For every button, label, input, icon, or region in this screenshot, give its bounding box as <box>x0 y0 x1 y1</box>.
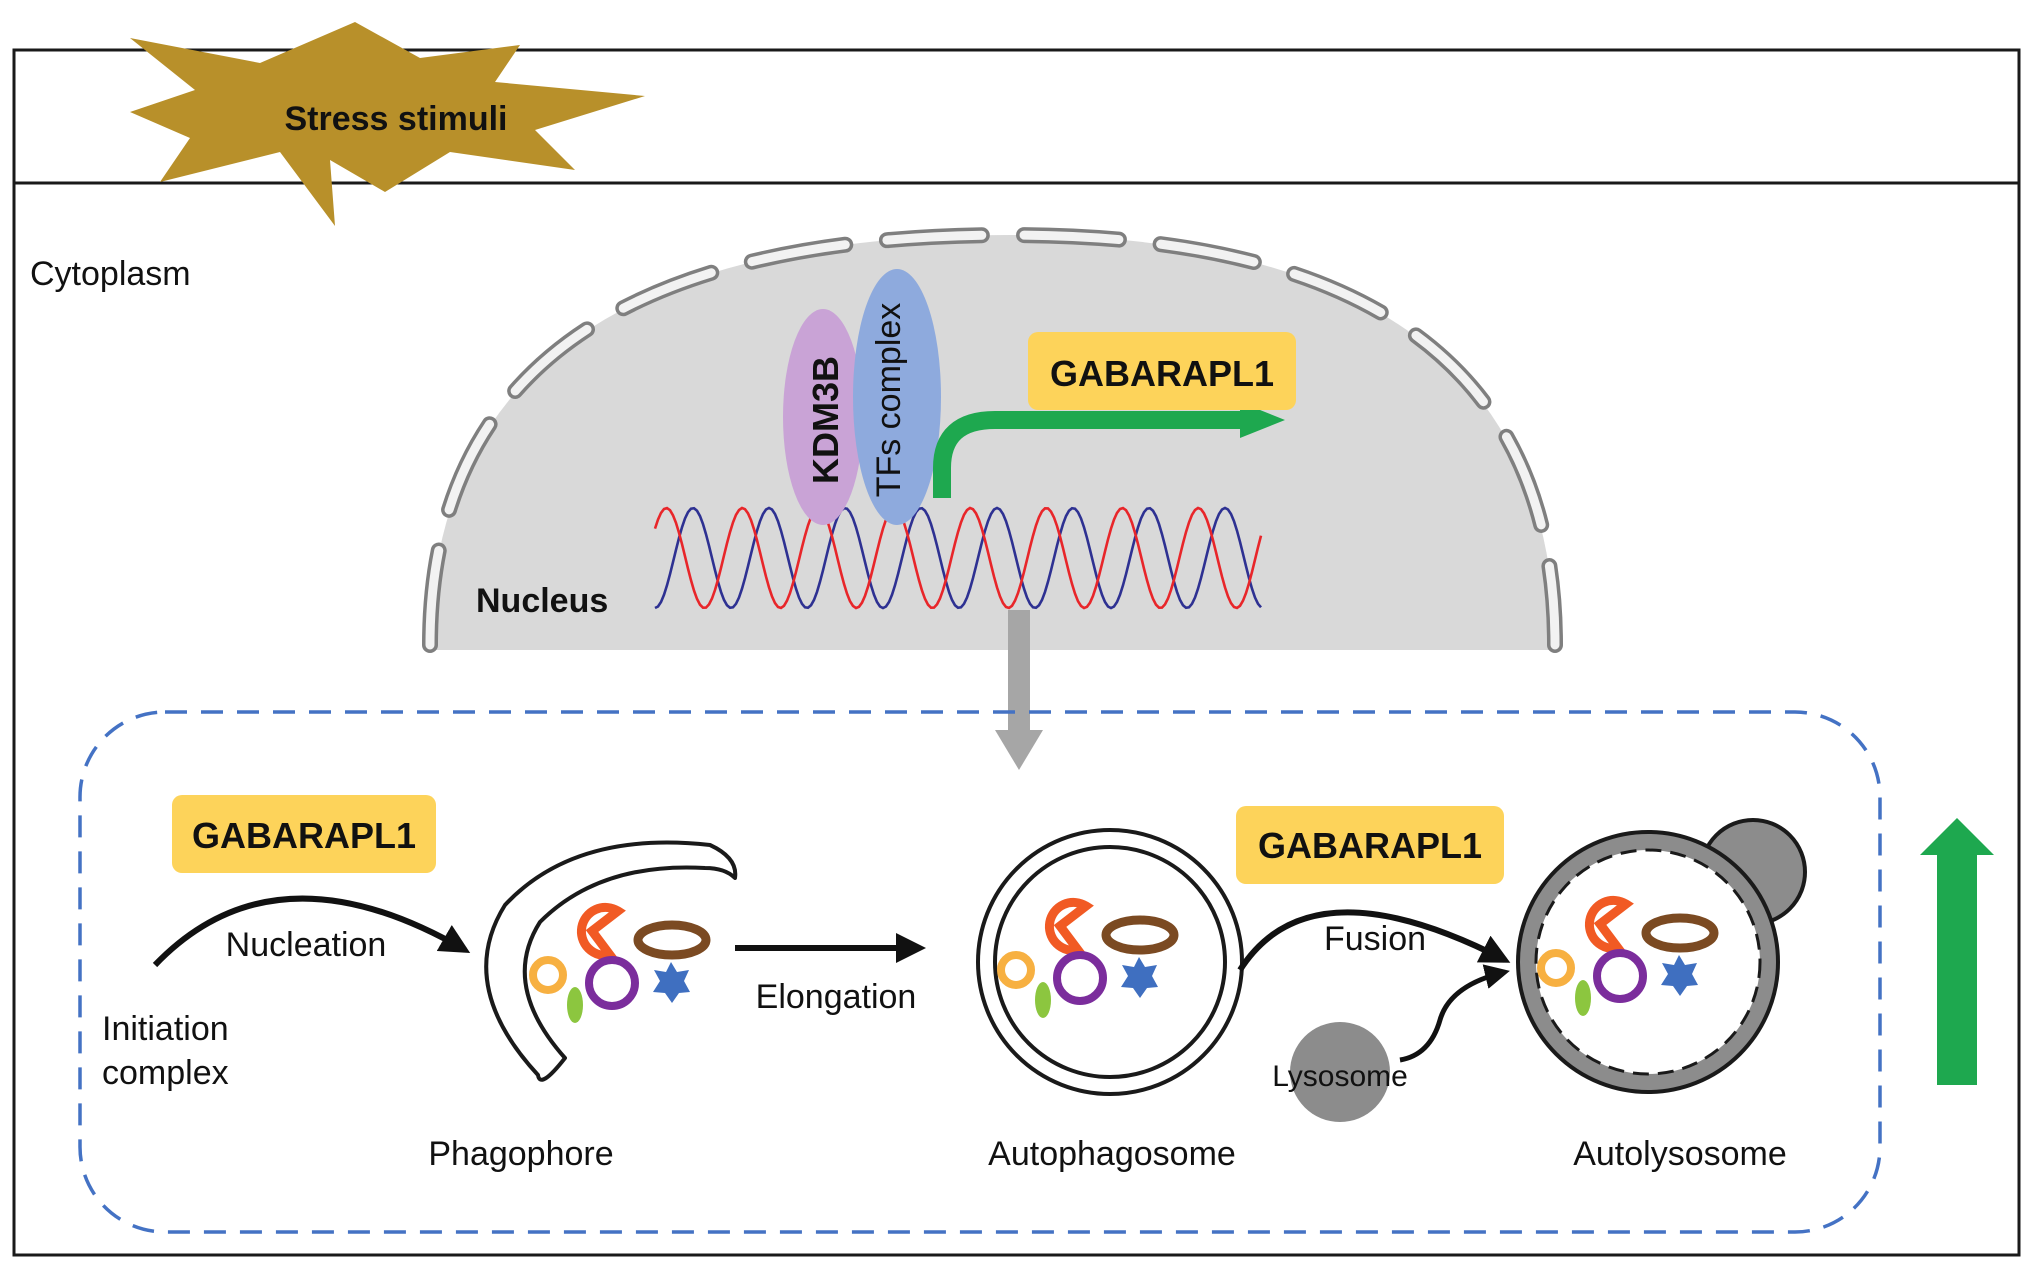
lysosome-arrow <box>1399 964 1510 1063</box>
kdm3b-protein <box>783 309 863 525</box>
autolysosome-cargo <box>1537 895 1719 1016</box>
phagophore-membrane <box>484 840 738 1082</box>
phagophore-cargo <box>529 902 711 1023</box>
nuclear-envelope <box>422 226 1563 653</box>
lysosome-label: Lysosome <box>1272 1060 1408 1093</box>
fusion-label: Fusion <box>1324 920 1426 958</box>
cytoplasm-label: Cytoplasm <box>30 255 191 293</box>
initiation-label-line1: Initiation <box>102 1010 229 1048</box>
nucleation-arrow <box>152 895 471 968</box>
phagophore-label: Phagophore <box>428 1135 613 1173</box>
nucleation-label: Nucleation <box>226 926 387 964</box>
fusion-arrow <box>1237 909 1511 972</box>
autophagosome-cargo <box>997 897 1179 1018</box>
stress-label: Stress stimuli <box>285 100 508 138</box>
nucleus-label: Nucleus <box>476 582 608 620</box>
autophagy-process-box <box>78 710 1882 1234</box>
autophagosome-label: Autophagosome <box>988 1135 1236 1173</box>
tfs-complex <box>853 269 941 525</box>
gabarapl1-label-fusion: GABARAPL1 <box>1258 825 1482 866</box>
autolysosome-label: Autolysosome <box>1573 1135 1787 1173</box>
lysosome <box>1290 1022 1390 1122</box>
kdm3b-label: KDM3B <box>805 356 846 484</box>
gabarapl1-box-fusion <box>1236 806 1504 884</box>
gabarapl1-box-nucleation <box>172 795 436 873</box>
gabarapl1-label-nucleation: GABARAPL1 <box>192 815 416 856</box>
up-arrow-icon <box>1920 818 1994 1085</box>
gabarapl1-gene-label: GABARAPL1 <box>1050 353 1274 394</box>
initiation-label-line2: complex <box>102 1054 229 1092</box>
tfs-label: TFs complex <box>870 303 908 498</box>
transcription-arrow <box>933 411 1245 498</box>
dna-strand-b <box>653 506 1263 610</box>
stress-starburst <box>130 22 645 226</box>
elongation-label: Elongation <box>756 978 917 1016</box>
cell-frame <box>12 48 2021 1257</box>
down-arrow-icon <box>995 610 1043 770</box>
transcription-arrow-head <box>1240 402 1285 438</box>
autophagosome <box>976 828 1244 1096</box>
gabarapl1-gene-box <box>1028 332 1296 410</box>
